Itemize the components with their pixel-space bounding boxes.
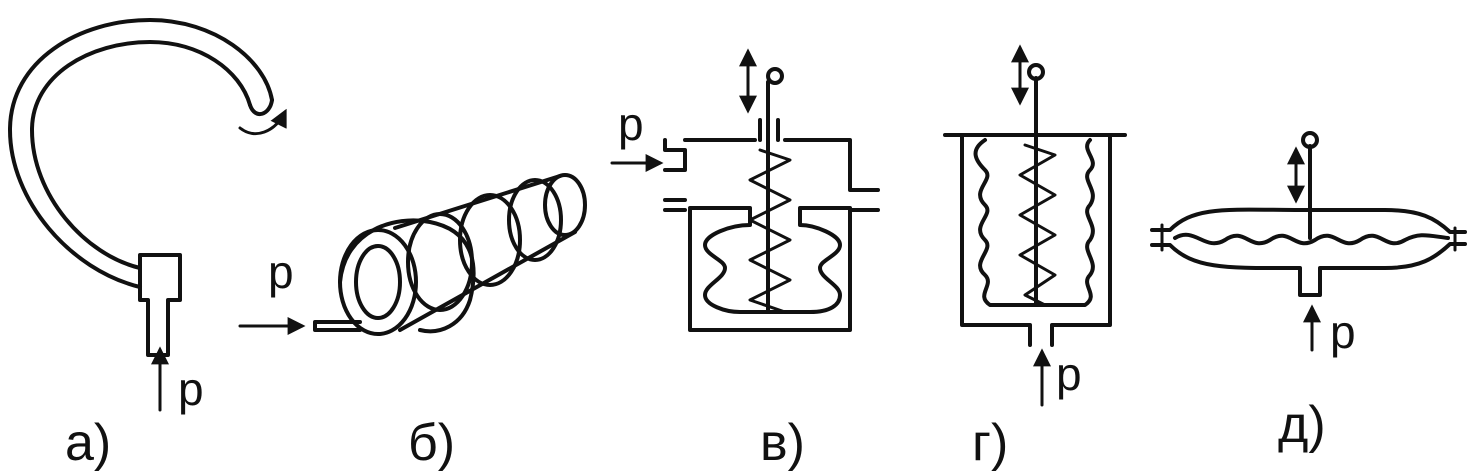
rotation-arrow-icon bbox=[238, 108, 287, 135]
stem-knob-g bbox=[1027, 63, 1045, 81]
membrane-capsule bbox=[1150, 207, 1467, 297]
bourdon-tube-tip bbox=[248, 98, 274, 116]
figure-a-bourdon-tube: p а) bbox=[8, 18, 287, 472]
stem-knob-v bbox=[766, 67, 784, 85]
figure-b-helical-tube: p б) bbox=[238, 173, 587, 472]
bourdon-tube-inner bbox=[30, 40, 252, 270]
bourdon-socket bbox=[138, 253, 182, 357]
stem-knob-d bbox=[1301, 131, 1319, 149]
figure-a-pressure-label: p bbox=[178, 363, 204, 415]
bourdon-tube-outer bbox=[8, 18, 274, 289]
figure-v-pressure-label: p bbox=[618, 98, 644, 150]
figure-d-pressure-label: p bbox=[1330, 306, 1356, 358]
figure-d-caption: д) bbox=[1278, 396, 1326, 454]
figure-g-caption: г) bbox=[972, 414, 1008, 472]
figure-d-membrane: p д) bbox=[1150, 131, 1467, 454]
figure-v-bellows-side-inlet: p в) bbox=[610, 48, 880, 472]
membrane-wave bbox=[1173, 232, 1450, 246]
housing-v bbox=[663, 138, 880, 332]
bellows-v bbox=[688, 206, 852, 314]
figure-b-pressure-label: p bbox=[268, 246, 294, 298]
figure-g-bellows-bottom-inlet: p г) bbox=[943, 44, 1127, 472]
figure-a-caption: а) bbox=[65, 414, 111, 472]
figure-b-caption: б) bbox=[408, 414, 455, 472]
helix-inlet-tube bbox=[313, 320, 362, 332]
helix-coils bbox=[338, 173, 587, 336]
figure-g-pressure-label: p bbox=[1056, 348, 1082, 400]
figure-v-caption: в) bbox=[760, 414, 805, 472]
